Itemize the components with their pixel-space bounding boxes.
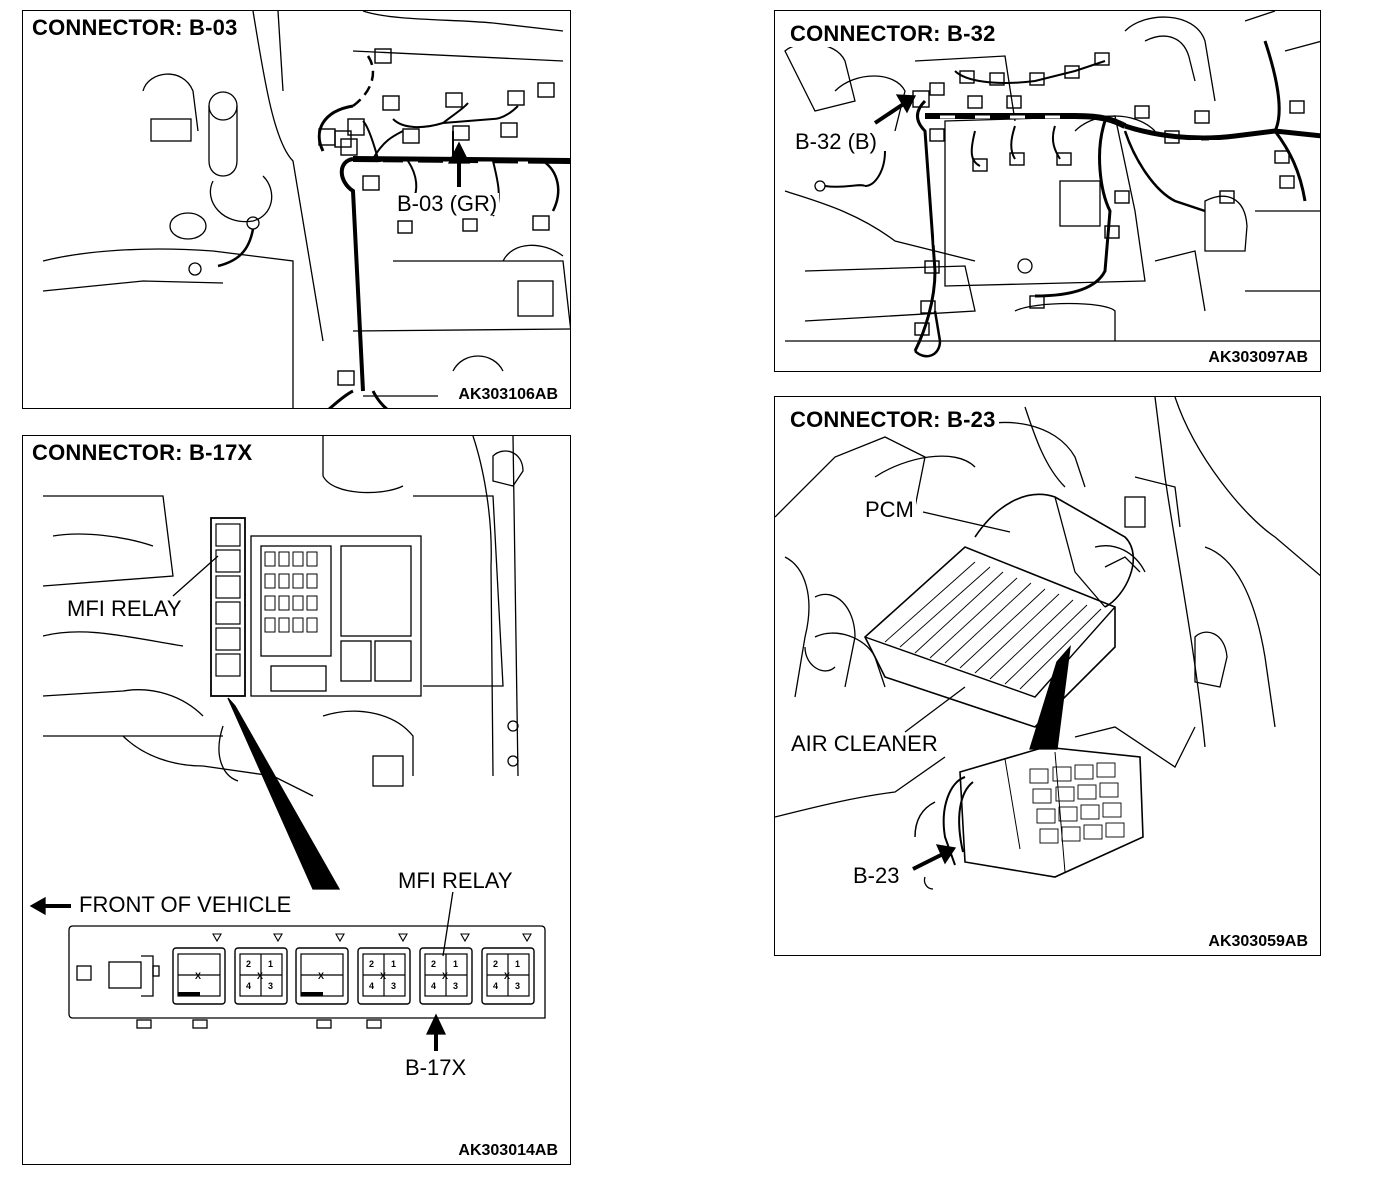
connector-label: B-23: [851, 863, 902, 888]
pin-number: 4: [493, 981, 498, 991]
panel-connector-b32: CONNECTOR: B-32 B-32 (B) AK303097AB: [774, 10, 1321, 372]
engine-bay-illustration-b03: [42, 11, 570, 408]
connector-label: B-32 (B): [793, 129, 879, 154]
pin-number: 3: [268, 981, 273, 991]
panel-title: CONNECTOR: B-23: [787, 407, 999, 433]
pin-number: 1: [515, 959, 520, 969]
engine-bay-illustration-b32: [784, 11, 1320, 358]
pin-number: 3: [515, 981, 520, 991]
pin-number: 1: [391, 959, 396, 969]
panel-title: CONNECTOR: B-32: [787, 21, 999, 47]
pin-number: 4: [369, 981, 374, 991]
pin-number: 3: [391, 981, 396, 991]
pin-number: 2: [431, 959, 436, 969]
panel-connector-b23: CONNECTOR: B-23 PCM AIR CLEANER B-23 AK3…: [774, 396, 1321, 956]
mfi-relay-label-detail: MFI RELAY: [396, 868, 515, 893]
connector-label: B-17X: [403, 1055, 469, 1080]
mfi-relay-label-top: MFI RELAY: [65, 596, 184, 621]
air-cleaner-label: AIR CLEANER: [789, 731, 940, 756]
panel-title: CONNECTOR: B-17X: [29, 440, 256, 466]
relay-socket: X: [295, 947, 349, 1005]
socket-center-mark: X: [504, 971, 510, 981]
relay-socket: X: [172, 947, 226, 1005]
relay-socket: 2 1 4 3X: [419, 947, 473, 1005]
socket-center-mark: X: [380, 971, 386, 981]
pin-number: 1: [453, 959, 458, 969]
figure-code: AK303059AB: [1206, 933, 1310, 951]
front-of-vehicle-label: FRONT OF VEHICLE: [77, 892, 294, 917]
pcm-label: PCM: [863, 497, 916, 522]
relay-socket: 2 1 4 3X: [481, 947, 535, 1005]
pin-number: 4: [431, 981, 436, 991]
pin-number: 3: [453, 981, 458, 991]
pin-number: 4: [246, 981, 251, 991]
panel-connector-b03: CONNECTOR: B-03 B-03 (GR) AK303106AB: [22, 10, 571, 409]
relay-socket: 2 1 4 3X: [357, 947, 411, 1005]
pin-number: 2: [369, 959, 374, 969]
figure-code: AK303014AB: [456, 1142, 560, 1160]
socket-center-mark: X: [257, 971, 263, 981]
pcm-illustration-b23: [775, 397, 1320, 890]
socket-center-mark: X: [195, 971, 201, 981]
figure-code: AK303097AB: [1206, 349, 1310, 367]
relay-socket: 2 1 4 3X: [234, 947, 288, 1005]
socket-center-mark: X: [442, 971, 448, 981]
socket-center-mark: X: [318, 971, 324, 981]
pin-number: 1: [268, 959, 273, 969]
pin-number: 2: [246, 959, 251, 969]
connector-label: B-03 (GR): [395, 191, 500, 216]
pin-number: 2: [493, 959, 498, 969]
panel-title: CONNECTOR: B-03: [29, 15, 241, 41]
figure-code: AK303106AB: [456, 386, 560, 404]
